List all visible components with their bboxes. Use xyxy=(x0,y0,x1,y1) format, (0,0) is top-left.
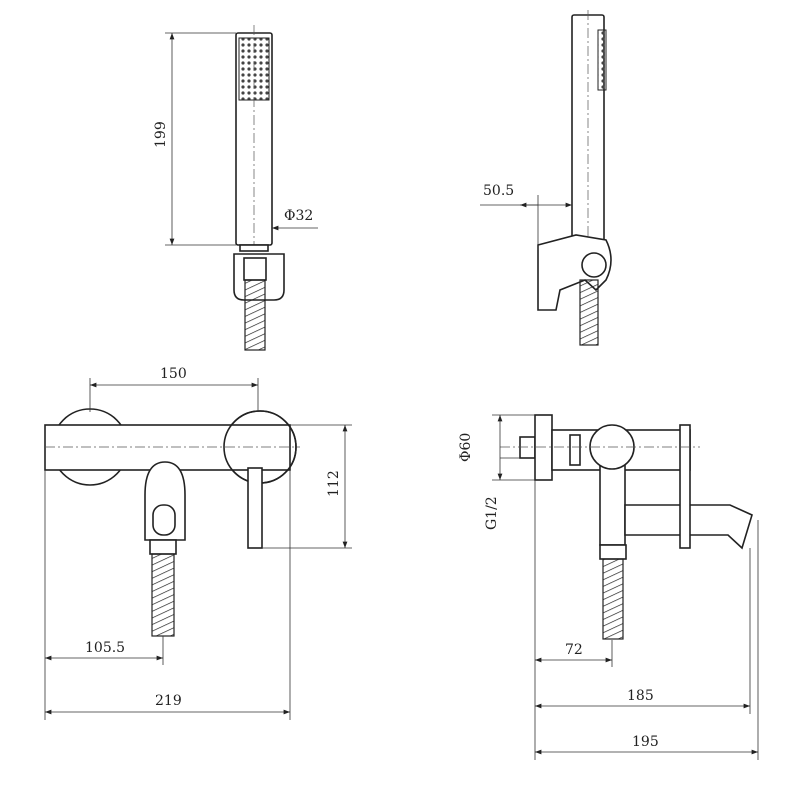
mixer-side-view xyxy=(500,414,753,640)
dimension-plate-diameter: Φ60 xyxy=(458,414,535,481)
dimension-overall-depth: 195 xyxy=(535,520,759,760)
dimension-handset-diameter: Φ32 xyxy=(272,208,318,231)
dimension-centers: 150 xyxy=(89,366,259,412)
dim-label-199: 199 xyxy=(153,121,169,148)
dimension-height: 112 xyxy=(262,424,352,549)
dim-label-150: 150 xyxy=(160,366,187,382)
dim-label-phi60: Φ60 xyxy=(458,433,474,462)
dim-label-phi32: Φ32 xyxy=(284,208,313,224)
dimension-overall-width: 219 xyxy=(45,470,291,720)
handset-front-view xyxy=(233,25,285,351)
dimension-thread: G1/2 xyxy=(484,457,520,530)
dim-label-50-5: 50.5 xyxy=(483,183,514,199)
dimension-side-outlet: 72 xyxy=(534,480,613,760)
dim-label-105-5: 105.5 xyxy=(85,640,125,656)
dimension-handset-length: 199 xyxy=(153,32,236,246)
dim-label-185: 185 xyxy=(627,688,654,704)
dim-label-g1-2: G1/2 xyxy=(484,496,500,530)
dim-label-195: 195 xyxy=(632,734,659,750)
dimension-outlet-offset: 105.5 xyxy=(44,470,164,720)
mixer-front-view xyxy=(44,408,300,637)
dim-label-112: 112 xyxy=(326,470,342,497)
dim-label-219: 219 xyxy=(155,693,182,709)
dimension-holder-offset: 50.5 xyxy=(480,183,572,250)
handset-side-view xyxy=(537,10,612,346)
dimension-spout-reach: 185 xyxy=(535,548,751,714)
dim-label-72: 72 xyxy=(565,642,583,658)
